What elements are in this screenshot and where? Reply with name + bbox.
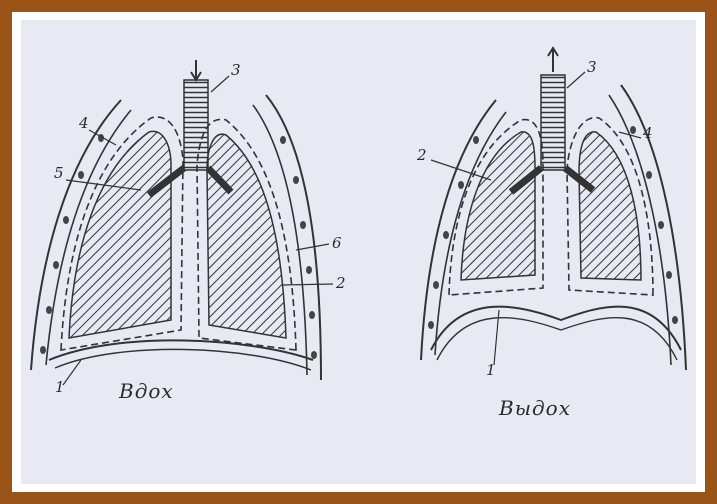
left-lung-exhale (461, 132, 535, 280)
label-trachea-inhale: 3 (231, 61, 241, 79)
right-lung (207, 134, 286, 338)
label-pleura-inhale: 4 (78, 114, 89, 132)
exhale-diagram: 3 4 2 1 Выдох (416, 48, 686, 420)
label-trachea-exhale: 3 (587, 58, 597, 76)
diaphragm-inhale-inner (55, 349, 311, 370)
label-pleura-exhale: 4 (642, 124, 653, 142)
trachea-exhale (541, 75, 565, 170)
label-lung-inhale: 2 (335, 274, 346, 292)
lungs-diagram: 3 4 5 6 2 1 Вдох (21, 20, 696, 484)
label-lung-exhale: 2 (416, 146, 427, 164)
trachea-inhale (184, 80, 208, 170)
diaphragm-exhale-inner (437, 318, 677, 360)
inhale-diagram: 3 4 5 6 2 1 Вдох (31, 60, 346, 403)
caption-exhale: Выдох (498, 396, 571, 420)
diagram-paper: 3 4 5 6 2 1 Вдох (21, 20, 696, 484)
label-cavity-inhale: 6 (332, 234, 342, 252)
label-diaphragm-inhale: 1 (55, 378, 65, 396)
label-bronchus-inhale: 5 (54, 164, 64, 182)
caption-inhale: Вдох (118, 379, 174, 403)
right-lung-exhale (579, 132, 641, 280)
left-lung (69, 131, 171, 338)
label-diaphragm-exhale: 1 (486, 361, 496, 379)
